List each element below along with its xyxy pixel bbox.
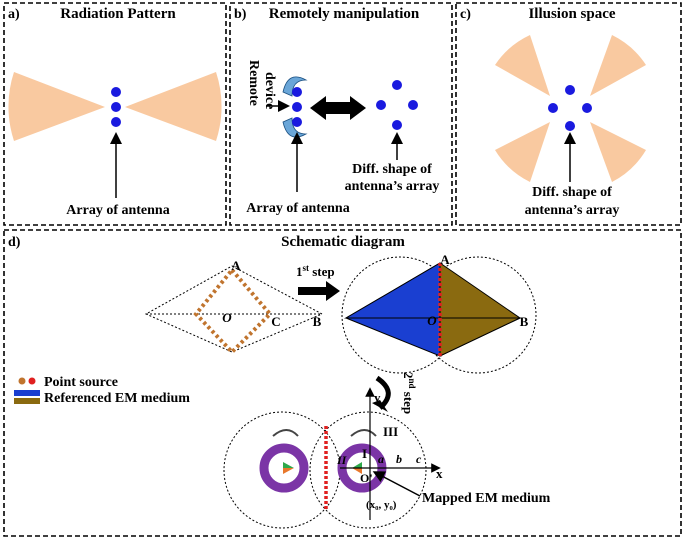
wedge-green (352, 462, 362, 468)
panel-c-title: Illusion space (528, 6, 615, 22)
radiation-lobe-left (8, 72, 105, 141)
dotted-circle (309, 411, 427, 529)
panel-c-border (455, 2, 682, 226)
legend-referenced-label: Referenced EM medium (44, 391, 190, 406)
radiation-lobe-lower-left (495, 122, 550, 182)
vertex-label-a-left: A (231, 258, 241, 273)
y-axis-label: y (374, 390, 381, 405)
legend-brown-swatch (14, 398, 40, 404)
antenna-element (111, 117, 121, 127)
panel-c-caption-line1: Diff. shape of (532, 185, 612, 200)
antenna-element (376, 100, 386, 110)
panel-a-caption: Array of antenna (66, 203, 169, 218)
panel-d-title: Schematic diagram (281, 234, 405, 250)
antenna-element (292, 87, 302, 97)
panel-b-caption-right-line2: antenna’s array (345, 179, 440, 194)
x-axis-label: x (436, 466, 443, 481)
antenna-element (392, 80, 402, 90)
panel-b-title: Remotely manipulation (269, 6, 420, 22)
radius-label-b: b (396, 452, 402, 466)
rotation-arrow (350, 429, 377, 437)
region-label-i: I (362, 446, 367, 461)
panel-c-letter: c) (460, 7, 471, 22)
panel-b-caption-left: Array of antenna (246, 201, 349, 216)
antenna-element (548, 103, 558, 113)
region-label-ii: II (336, 453, 348, 467)
step2-label: 2nd step (401, 372, 417, 414)
wedge-orange (283, 468, 294, 474)
legend-point-source-brown (18, 377, 26, 385)
radiation-lobe-upper-left (495, 35, 550, 96)
point-source-diamond (193, 266, 273, 355)
antenna-element (292, 102, 302, 112)
antenna-element (392, 120, 402, 130)
referenced-medium-blue-left (344, 262, 441, 319)
antenna-element (408, 100, 418, 110)
vertex-label-b-left: B (313, 314, 322, 329)
antenna-element (292, 117, 302, 127)
panel-a-letter: a) (8, 7, 20, 22)
antenna-element (565, 85, 575, 95)
double-arrow (310, 96, 366, 120)
panel-c-caption-line2: antenna’s array (525, 203, 620, 218)
origin-label: O' (360, 471, 373, 485)
wedge-green (283, 462, 294, 468)
step1-label: 1st step (296, 263, 335, 279)
antenna-element (582, 103, 592, 113)
radius-label-a: a (378, 452, 384, 466)
coordinate-label: (x₀, y₀) (366, 499, 397, 511)
step1-arrow (298, 281, 340, 301)
remote-device-label-line1: Remote (246, 60, 261, 106)
panel-a-title: Radiation Pattern (60, 6, 176, 22)
remote-device-label-line2: device (262, 72, 277, 109)
mapped-medium-label: Mapped EM medium (422, 491, 551, 506)
vertex-label-o-left: O (222, 310, 232, 325)
radiation-lobe-lower-right (590, 122, 646, 182)
rotation-arrow (272, 429, 299, 437)
panel-d-border (3, 229, 682, 537)
radiation-lobe-right (125, 72, 222, 141)
legend-point-source-red (28, 377, 36, 385)
step2-arrow-head (372, 400, 388, 412)
vertex-label-a-right: A (440, 252, 450, 267)
vertex-label-b-right: B (520, 314, 529, 329)
legend-point-source-label: Point source (44, 375, 118, 390)
panel-b-letter: b) (234, 7, 247, 22)
outer-rhombus (144, 265, 324, 353)
region-label-iii: III (383, 424, 398, 439)
pointer-arrow (372, 471, 421, 497)
vertex-label-c-left: C (271, 314, 280, 329)
vertex-label-o-right: O (427, 313, 437, 328)
legend-blue-swatch (14, 390, 40, 396)
antenna-element (111, 87, 121, 97)
panel-b-caption-right-line1: Diff. shape of (352, 162, 432, 177)
antenna-element (565, 121, 575, 131)
panel-d-letter: d) (8, 235, 21, 250)
panel-a-border (3, 2, 227, 226)
panel-b-border (229, 2, 453, 226)
radius-label-c: c (416, 452, 422, 466)
referenced-medium-brown-bottom (439, 317, 521, 357)
radiation-lobe-upper-right (590, 35, 646, 96)
wedge-orange (352, 468, 362, 474)
antenna-element (111, 102, 121, 112)
